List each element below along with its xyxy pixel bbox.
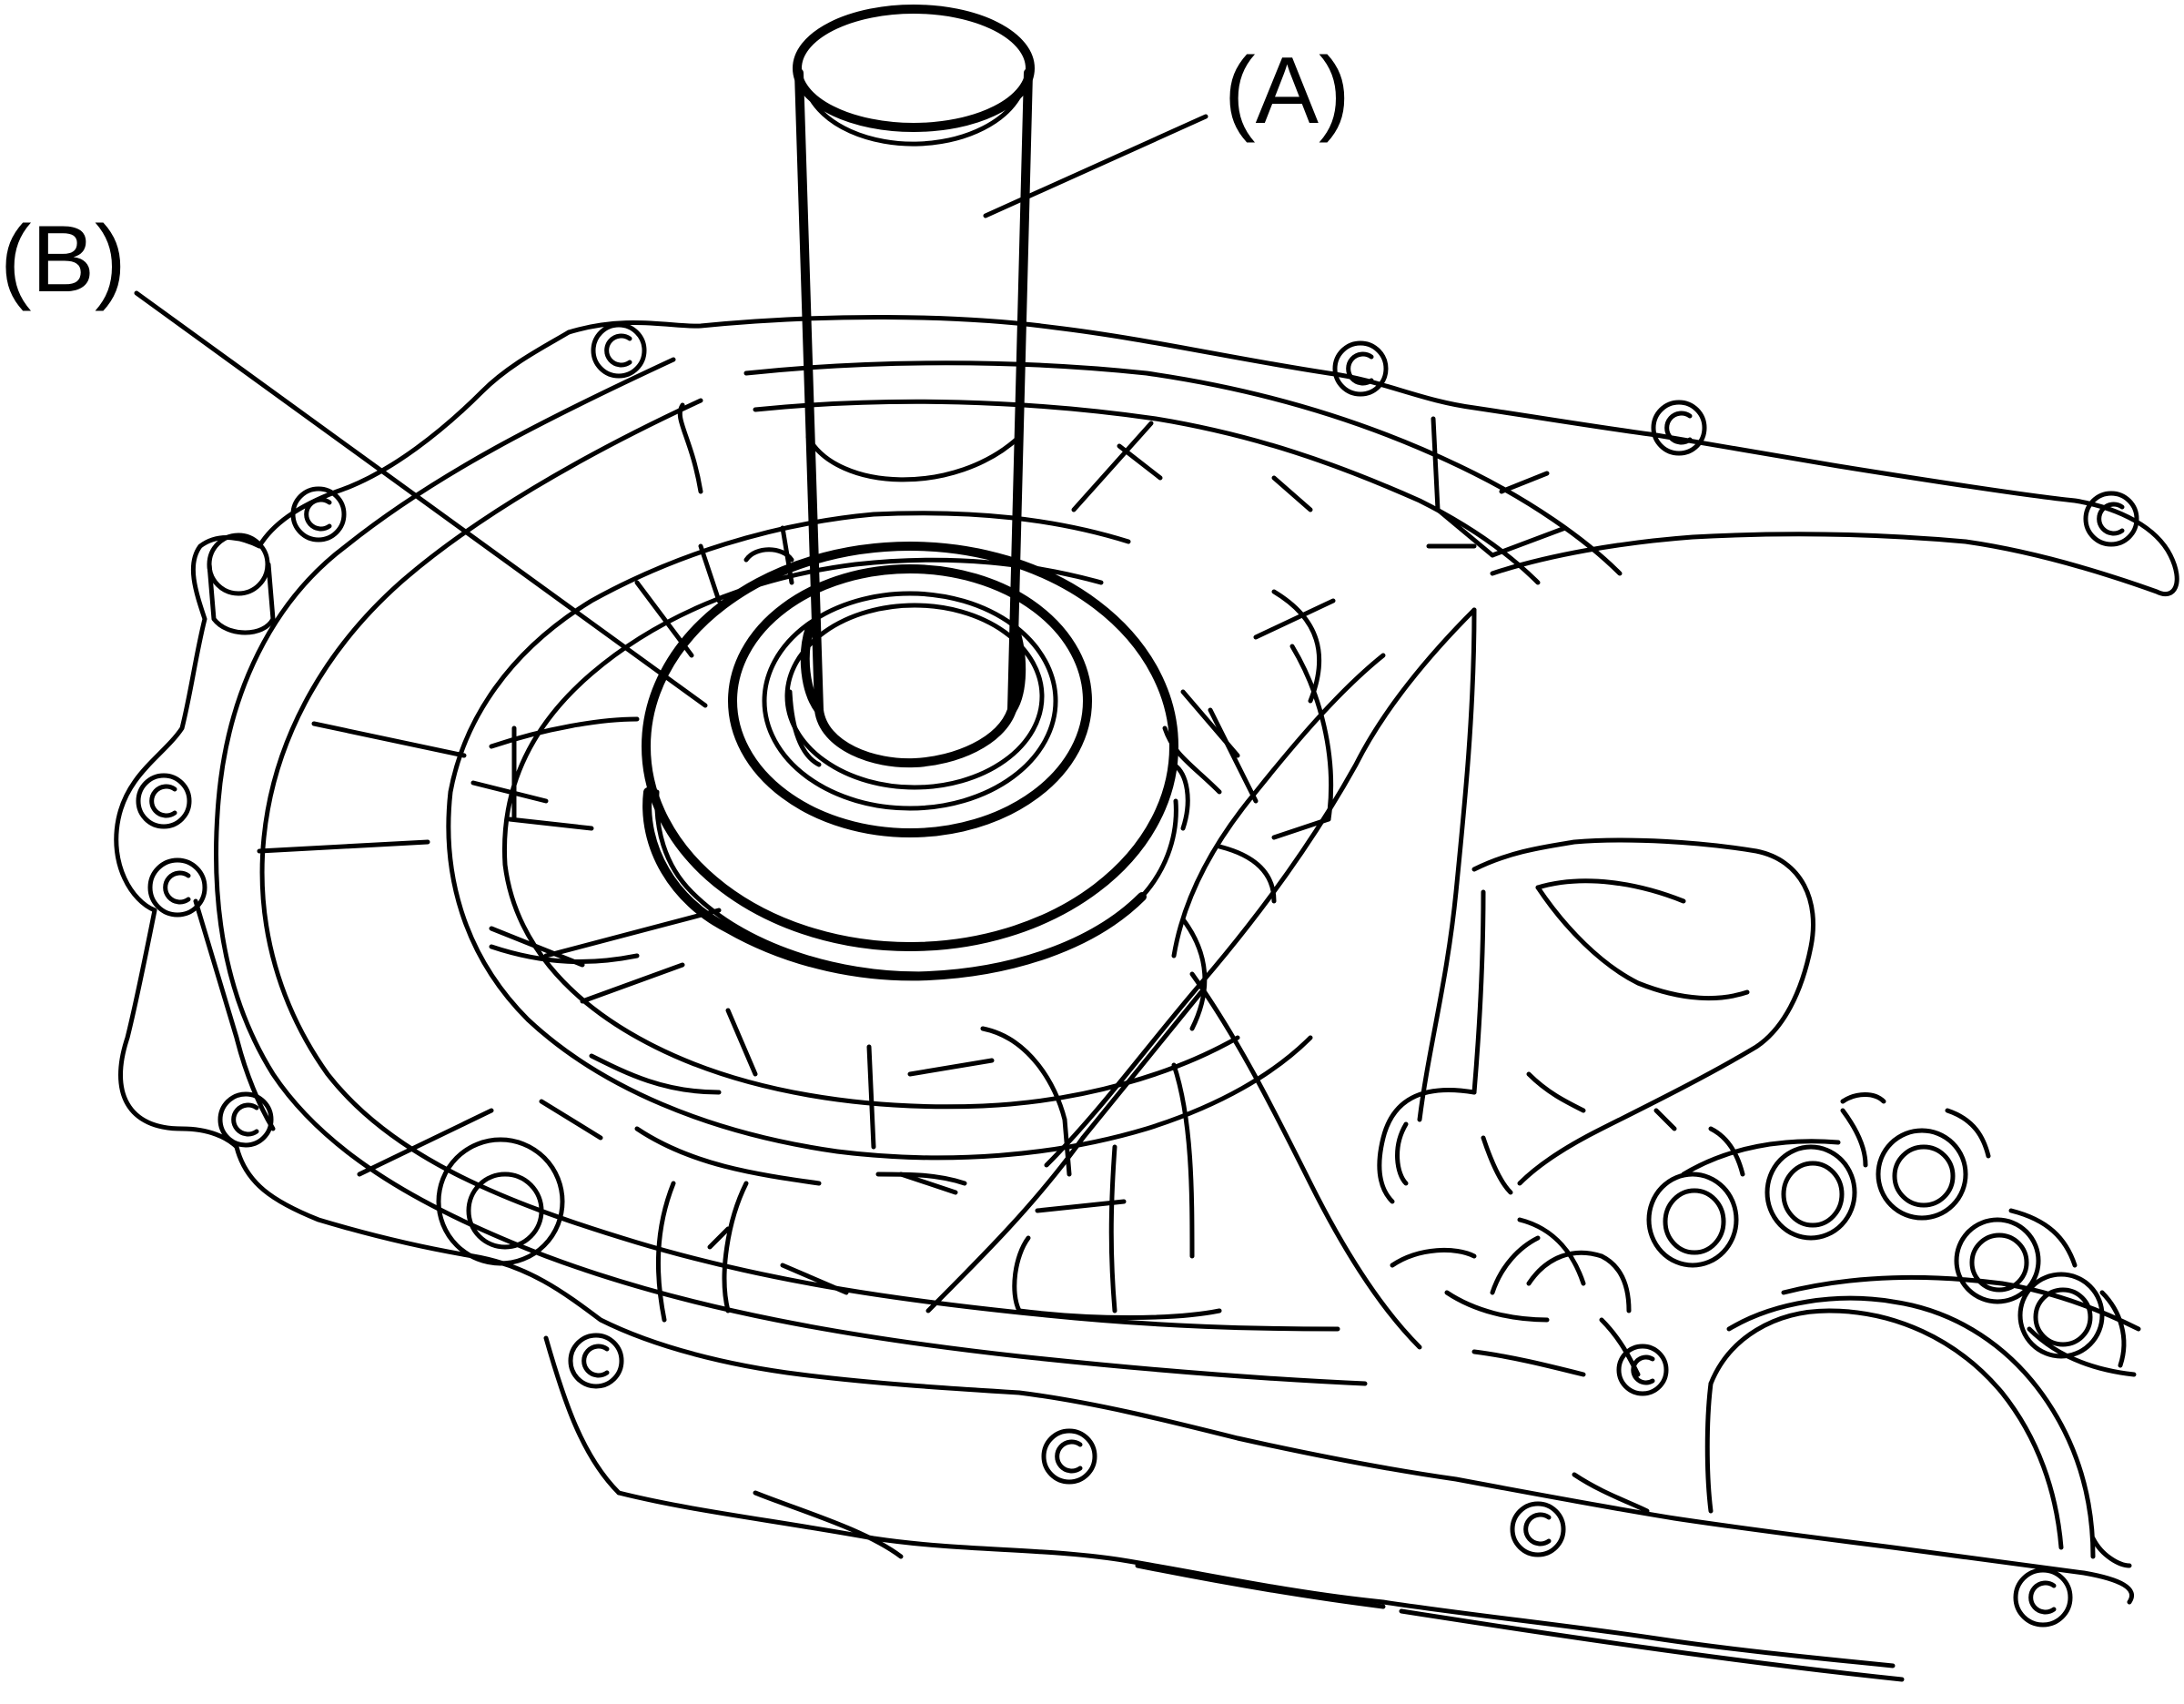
passage-hole [2017,1272,2105,1359]
bolt-holes [136,322,2139,1628]
bolt-hole [147,857,207,918]
callout-labels: (A) (B) [0,38,1350,312]
bolt-hole [568,1333,624,1389]
callout-label-a: (A) [1224,38,1350,144]
passage-hole [1876,1128,1968,1221]
bolt-hole [591,322,647,379]
bolt-hole [1651,400,1707,456]
bolt-hole [1332,340,1389,397]
passage-hole [1646,1172,1739,1268]
leader-line-b [134,290,708,708]
bearing-race [642,542,1190,981]
housing-outline [114,315,2179,1682]
installer-shaft [784,5,1045,790]
hub-ring [446,511,1313,1161]
leader-line-a [983,114,1208,218]
bolt-hole [2013,1567,2073,1628]
bolt-hole [290,486,347,543]
callout-label-b: (B) [0,207,126,312]
bolt-hole [136,773,192,829]
passage-hole [1764,1144,1857,1241]
large-port [436,1137,565,1266]
passage-hole [1954,1217,2041,1304]
bolt-hole [1041,1428,1097,1485]
housing-right-details [1377,837,2141,1568]
bolt-hole [2083,491,2139,547]
leader-lines [134,114,1208,708]
bolt-hole [217,1091,274,1148]
dowel-pin [207,532,276,635]
fluid-passages [1526,1108,2137,1377]
bolt-hole [1510,1501,1566,1557]
